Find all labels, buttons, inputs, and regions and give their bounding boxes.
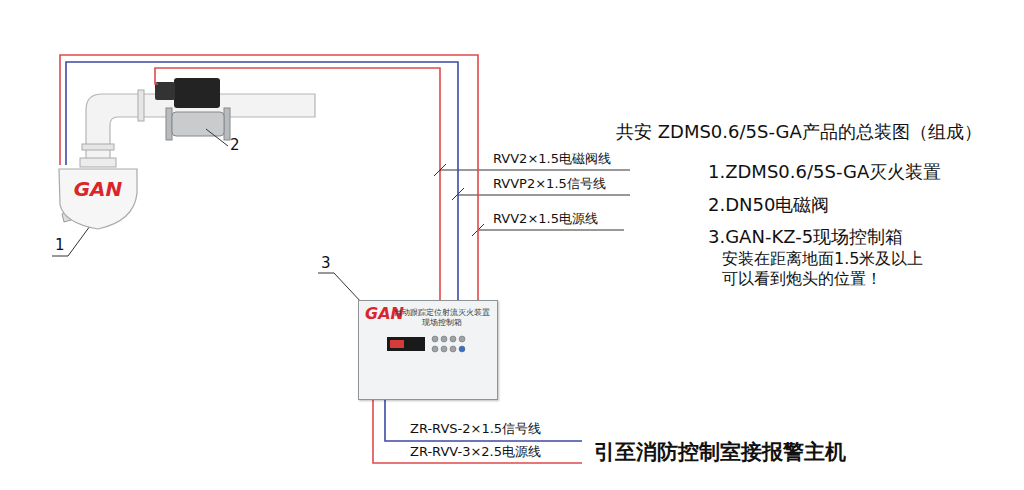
leader-line bbox=[52, 226, 90, 256]
cannon-head-shape bbox=[59, 169, 137, 229]
cannon-pipe bbox=[138, 90, 144, 121]
alarm-wire bbox=[385, 400, 582, 441]
diagram-title: 共安 ZDMS0.6/5S-GA产品的总装图（组成） bbox=[616, 121, 982, 143]
display-digits bbox=[390, 340, 404, 348]
cable-connector bbox=[60, 55, 478, 300]
cable-label: RVV2×1.5电源线 bbox=[493, 211, 598, 227]
alarm-wire bbox=[373, 400, 582, 463]
parts-list-item: 1.ZDMS0.6/5S-GA灭火装置 bbox=[708, 161, 941, 183]
destination-note: 引至消防控制室接报警主机 bbox=[594, 440, 846, 465]
panel-button bbox=[432, 336, 438, 342]
callout-number: 3 bbox=[321, 254, 331, 272]
parts-list-item: 2.DN50电磁阀 bbox=[708, 194, 829, 216]
display-screen bbox=[387, 337, 425, 351]
solenoid-valve bbox=[172, 112, 224, 136]
panel-button bbox=[432, 346, 438, 352]
cable-label: ZR-RVS-2×1.5信号线 bbox=[410, 421, 541, 437]
panel-button bbox=[450, 346, 456, 352]
leader-line bbox=[52, 129, 630, 303]
solenoid-valve bbox=[155, 78, 230, 140]
leader-line bbox=[318, 273, 362, 303]
panel-button bbox=[459, 346, 465, 352]
valve-wire bbox=[155, 68, 440, 300]
panel-button bbox=[450, 336, 456, 342]
parts-list-item: 3.GAN-KZ-5现场控制箱 bbox=[708, 226, 903, 248]
cable-label: ZR-RVV-3×2.5电源线 bbox=[410, 444, 541, 460]
install-note: 安装在距离地面1.5米及以上 可以看到炮头的位置！ bbox=[722, 249, 992, 289]
alarm-wire bbox=[373, 400, 582, 463]
panel-button bbox=[441, 336, 447, 342]
solenoid-valve bbox=[174, 78, 220, 108]
brand-logo: GAN bbox=[60, 177, 136, 201]
valve-wire bbox=[155, 68, 440, 300]
callout-number: 1 bbox=[55, 236, 65, 254]
cable-label: RVVP2×1.5信号线 bbox=[493, 176, 606, 192]
cannon-pipe bbox=[80, 158, 116, 167]
leader-line bbox=[206, 129, 228, 146]
cannon-pipe bbox=[82, 144, 114, 150]
panel-button bbox=[441, 346, 447, 352]
control-box: GAN自动跟踪定位射流灭火装置 现场控制箱 bbox=[358, 300, 498, 400]
panel-title: 自动跟踪定位射流灭火装置 现场控制箱 bbox=[391, 308, 493, 327]
cable-label: RVV2×1.5电磁阀线 bbox=[493, 151, 611, 167]
cannon-head: GAN bbox=[56, 165, 140, 231]
callout-number: 2 bbox=[230, 136, 240, 154]
solenoid-valve bbox=[224, 108, 230, 140]
solenoid-valve bbox=[166, 108, 172, 140]
panel-button bbox=[459, 336, 465, 342]
